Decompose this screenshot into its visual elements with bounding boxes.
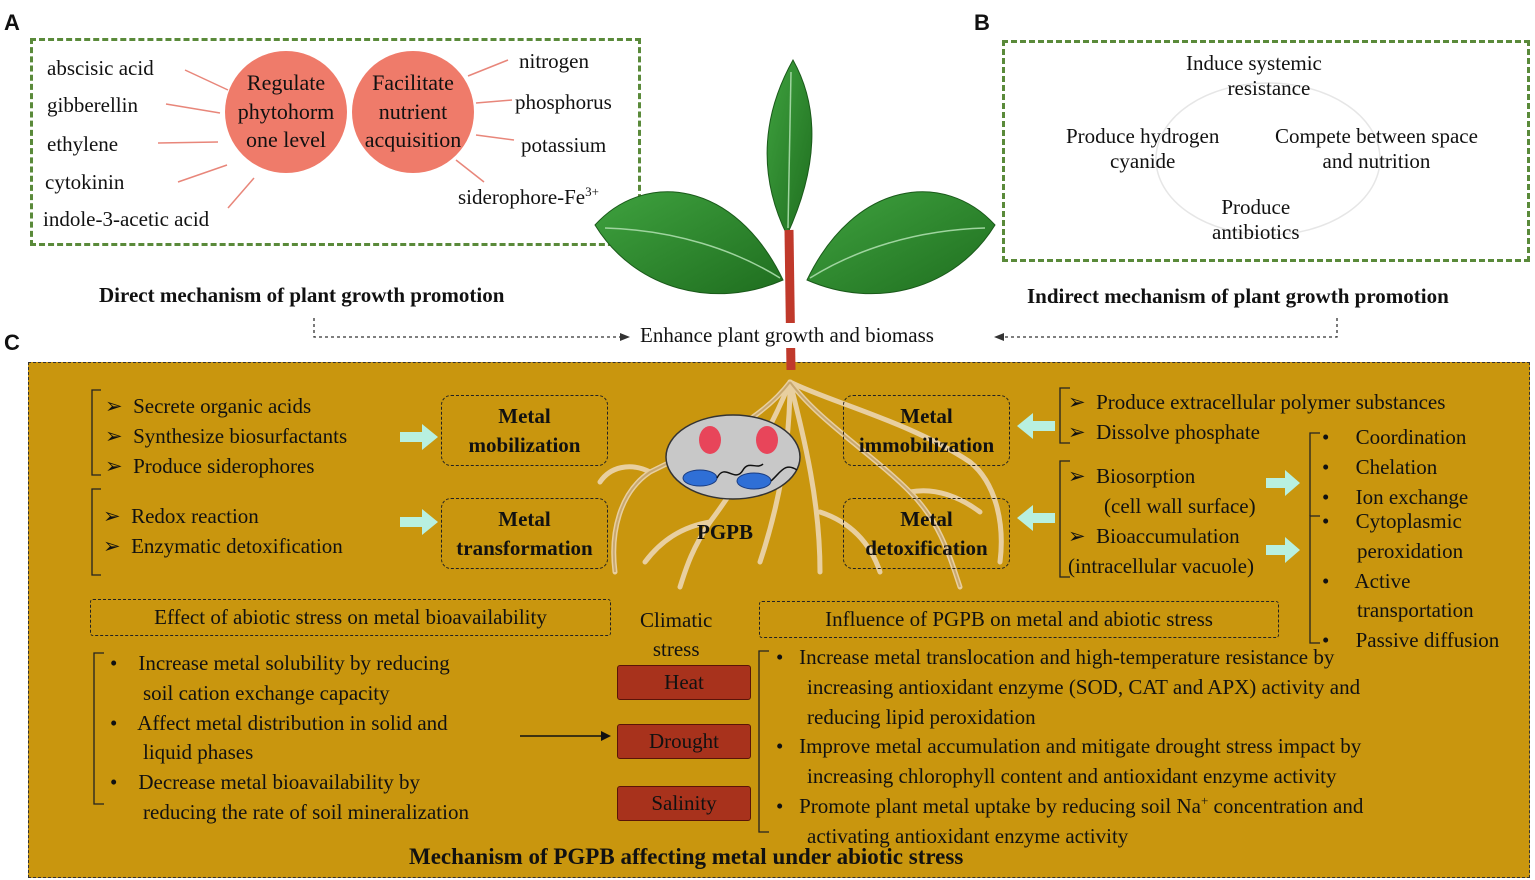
nutrient-item: potassium [521, 133, 607, 157]
nutrient-item: siderophore-Fe3+ [458, 184, 599, 209]
influence-title-box: Influence of PGPB on metal and abiotic s… [759, 601, 1279, 638]
influence-items: • Increase metal translocation and high-… [776, 645, 1364, 848]
mobilization-items: ➢ Secrete organic acids ➢ Synthesize bio… [105, 394, 348, 478]
influence-bracket [758, 650, 769, 833]
root-system [597, 379, 1004, 590]
hormone-item: gibberellin [47, 93, 138, 117]
hormone-item: abscisic acid [47, 56, 154, 80]
nutrient-item: nitrogen [519, 49, 589, 73]
bioaccumulation-item: ➢ Bioaccumulation (intracellular vacuole… [1068, 524, 1254, 578]
effect-bracket [93, 652, 104, 805]
indirect-mechanism-caption: Indirect mechanism of plant growth promo… [1027, 284, 1449, 308]
pgpb-label: PGPB [697, 520, 753, 544]
hormone-item: cytokinin [45, 170, 125, 194]
immobilization-items: ➢ Produce extracellular polymer substanc… [1068, 390, 1446, 444]
bioaccumulation-bullets: • Cytoplasmic peroxidation • Active tran… [1322, 509, 1500, 653]
panel-c-title: Mechanism of PGPB affecting metal under … [409, 844, 964, 869]
nutrient-item: phosphorus [515, 90, 612, 114]
hormone-item: indole-3-acetic acid [43, 207, 210, 231]
panel-label-b: B [974, 10, 990, 35]
effect-items: • Increase metal solubility by reducing … [110, 651, 469, 825]
panel-label-c: C [4, 330, 20, 355]
stress-heat: Heat [617, 665, 751, 700]
left-brackets [91, 389, 101, 576]
bacteria-cell-icon [665, 414, 801, 500]
stress-drought: Drought [617, 724, 751, 759]
indirect-mechanism-box [1002, 40, 1530, 262]
plant-illustration [594, 58, 996, 370]
stress-salinity: Salinity [617, 786, 751, 821]
right-brackets [1059, 387, 1320, 644]
panel-b-ellipse [1155, 82, 1381, 236]
regulate-phytohormone-circle: Regulate phytohorm one level [225, 51, 347, 173]
direct-mechanism-caption: Direct mechanism of plant growth promoti… [99, 283, 505, 307]
effect-to-stress-arrow [520, 731, 611, 741]
biosorption-bullets: • Coordination • Chelation • Ion exchang… [1322, 425, 1469, 509]
effect-title-box: Effect of abiotic stress on metal bioava… [90, 599, 611, 636]
panel-label-a: A [4, 10, 20, 35]
panel-a-connector-lines [157, 59, 515, 209]
facilitate-nutrient-circle: Facilitate nutrient acquisition [352, 51, 474, 173]
hormone-item: ethylene [47, 132, 119, 156]
biosorption-item: ➢ Biosorption (cell wall surface) [1068, 464, 1256, 518]
transformation-items: ➢ Redox reaction ➢ Enzymatic detoxificat… [103, 504, 343, 558]
convergence-arrows [313, 318, 1338, 341]
direct-mechanism-box [30, 38, 641, 246]
enhance-growth-text: Enhance plant growth and biomass [638, 323, 936, 349]
